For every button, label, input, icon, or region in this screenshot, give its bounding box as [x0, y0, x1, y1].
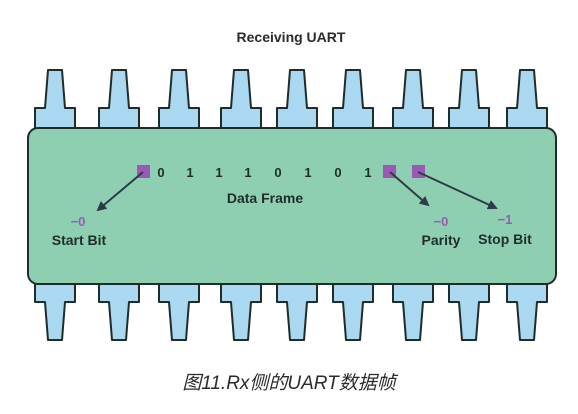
bottom-pin	[220, 281, 262, 341]
data-bit: 1	[364, 165, 371, 180]
data-bit: 1	[244, 165, 251, 180]
data-frame-label: Data Frame	[227, 190, 303, 206]
parity-label: Parity	[422, 232, 461, 248]
diagram-title: Receiving UART	[237, 29, 346, 45]
top-pin	[448, 69, 490, 131]
uart-chip-body	[27, 127, 557, 285]
bottom-pins	[34, 281, 548, 341]
data-bit: 0	[157, 165, 164, 180]
top-pin	[392, 69, 434, 131]
start-bit-value: −0	[71, 214, 86, 229]
data-bit: 1	[215, 165, 222, 180]
start-bit-arrow	[96, 171, 144, 212]
top-pin	[332, 69, 374, 131]
stop-bit-label: Stop Bit	[478, 231, 532, 247]
parity-arrow	[389, 171, 430, 207]
data-bits-row: 0 1 1 1 0 1 0 1	[157, 165, 371, 180]
bottom-pin	[276, 281, 318, 341]
data-bit: 0	[334, 165, 341, 180]
stop-bit-arrow	[417, 171, 498, 210]
top-pin	[220, 69, 262, 131]
top-pin	[506, 69, 548, 131]
data-bit: 1	[304, 165, 311, 180]
bottom-pin	[158, 281, 200, 341]
figure-caption: 图11.Rx侧的UART数据帧	[182, 373, 396, 394]
start-bit-label: Start Bit	[52, 232, 107, 248]
bottom-pin	[98, 281, 140, 341]
bottom-pin	[332, 281, 374, 341]
data-bit: 1	[186, 165, 193, 180]
top-pin	[276, 69, 318, 131]
data-bit: 0	[274, 165, 281, 180]
bottom-pin	[506, 281, 548, 341]
bottom-pin	[448, 281, 490, 341]
bottom-pin	[34, 281, 76, 341]
stop-bit-value: −1	[498, 212, 513, 227]
top-pin	[34, 69, 76, 131]
top-pins	[34, 69, 548, 131]
top-pin	[98, 69, 140, 131]
top-pin	[158, 69, 200, 131]
parity-value: −0	[434, 214, 449, 229]
bottom-pin	[392, 281, 434, 341]
